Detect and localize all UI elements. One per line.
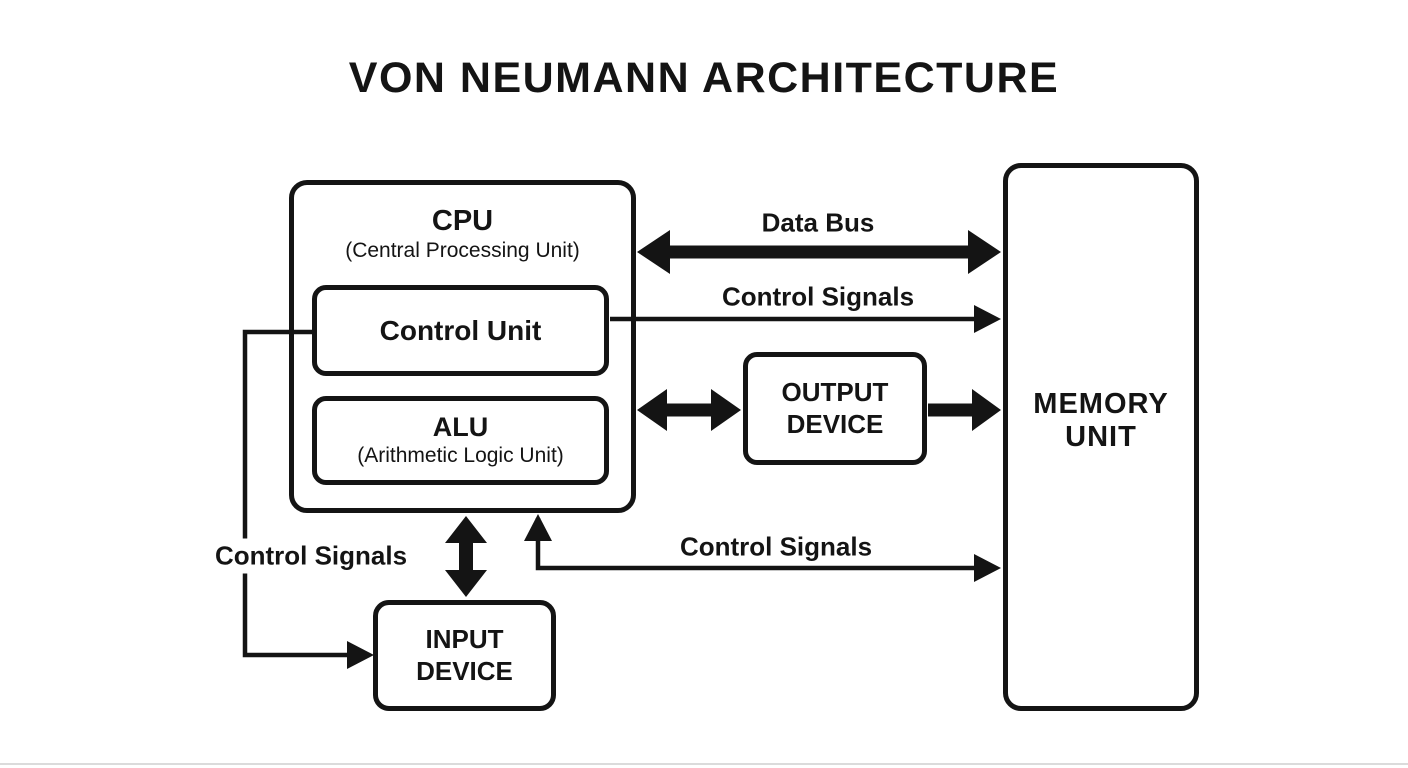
control-signals-top-label: Control Signals [721, 281, 915, 312]
input-device-box: INPUT DEVICE [373, 600, 556, 711]
cpu-input-arrow [445, 516, 487, 597]
alu-box: ALU (Arithmetic Logic Unit) [312, 396, 609, 485]
data-bus-label: Data Bus [761, 207, 875, 238]
memory-label-line1: MEMORY [1033, 387, 1169, 420]
output-device-label-line2: DEVICE [786, 408, 884, 439]
memory-label-line2: UNIT [1065, 421, 1137, 453]
output-memory-arrow [928, 389, 1001, 431]
input-device-label-line1: INPUT [425, 624, 504, 655]
bottom-edge-line [0, 763, 1408, 765]
cpu-sublabel: (Central Processing Unit) [345, 239, 580, 262]
input-device-label-line2: DEVICE [416, 655, 513, 686]
diagram-title: VON NEUMANN ARCHITECTURE [348, 54, 1060, 102]
memory-unit-box: MEMORY UNIT [1003, 163, 1199, 711]
output-device-box: OUTPUT DEVICE [743, 352, 927, 465]
cpu-label: CPU [431, 205, 494, 237]
control-signals-bottom-label: Control Signals [679, 531, 873, 562]
cpu-box: CPU (Central Processing Unit) Control Un… [289, 180, 636, 513]
alu-label: ALU [432, 411, 489, 442]
control-signals-left-label: Control Signals [206, 538, 416, 574]
cpu-output-arrow [637, 389, 741, 431]
control-unit-box: Control Unit [312, 285, 609, 376]
output-device-label-line1: OUTPUT [781, 377, 889, 408]
control-unit-label: Control Unit [379, 314, 542, 346]
alu-sublabel: (Arithmetic Logic Unit) [357, 444, 564, 468]
